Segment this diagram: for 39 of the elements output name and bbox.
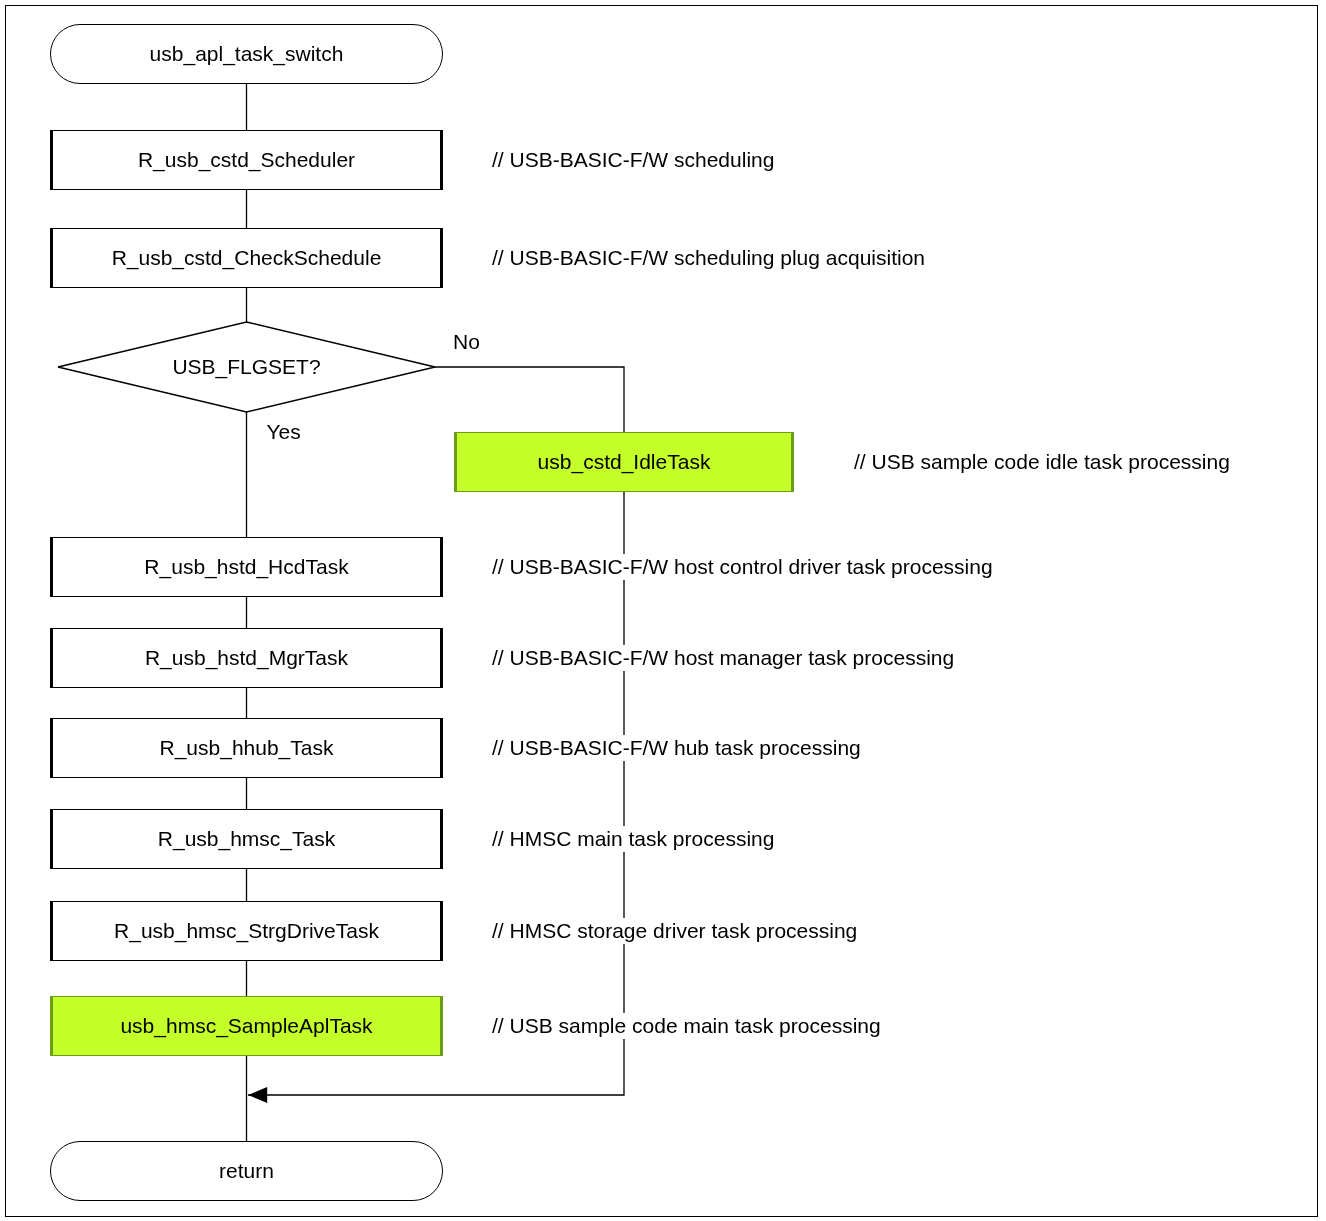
- connector-line: [245, 189, 248, 229]
- connector-line: [245, 687, 248, 719]
- connector-line: [245, 960, 248, 997]
- predefined-process-box: [50, 901, 443, 961]
- predefined-process-box: [454, 432, 794, 492]
- node-label: R_usb_cstd_Scheduler: [137, 148, 356, 172]
- node-label: R_usb_hmsc_StrgDriveTask: [114, 919, 379, 943]
- comment-text: // USB sample code main task processing: [490, 1013, 883, 1039]
- node-label: USB_FLGSET?: [172, 355, 321, 379]
- node-label: usb_apl_task_switch: [149, 42, 344, 66]
- predefined-process-box: [50, 718, 443, 778]
- connector-line: [245, 868, 248, 902]
- terminal-shape: [50, 24, 443, 84]
- connector-line: [245, 287, 248, 323]
- connector-line: [434, 366, 625, 433]
- connector-line: [245, 596, 248, 629]
- predefined-process-box: [50, 228, 443, 288]
- predefined-process-box: [50, 130, 443, 190]
- comment-text: // USB-BASIC-F/W hub task processing: [490, 735, 863, 761]
- predefined-process-box: [50, 809, 443, 869]
- node-label: R_usb_cstd_CheckSchedule: [111, 246, 382, 270]
- node-label: usb_hmsc_SampleAplTask: [120, 1014, 373, 1038]
- connector-line: [245, 83, 248, 131]
- node-label: R_usb_hhub_Task: [159, 736, 334, 760]
- connector-line: [245, 777, 248, 810]
- decision-diamond: [58, 322, 435, 412]
- node-label: usb_cstd_IdleTask: [537, 450, 711, 474]
- predefined-process-box: [50, 996, 443, 1056]
- connector-line: [245, 411, 248, 538]
- node-label: R_usb_hstd_HcdTask: [144, 555, 349, 579]
- predefined-process-box: [50, 628, 443, 688]
- node-label: R_usb_hmsc_Task: [157, 827, 336, 851]
- terminal-shape: [50, 1141, 443, 1201]
- node-label: R_usb_hstd_MgrTask: [144, 646, 349, 670]
- comment-text: // USB-BASIC-F/W host control driver task processing: [490, 554, 995, 580]
- node-label: return: [219, 1159, 274, 1183]
- connector-line: [245, 1055, 248, 1142]
- comment-text: // HMSC main task processing: [490, 826, 777, 852]
- predefined-process-box: [50, 537, 443, 597]
